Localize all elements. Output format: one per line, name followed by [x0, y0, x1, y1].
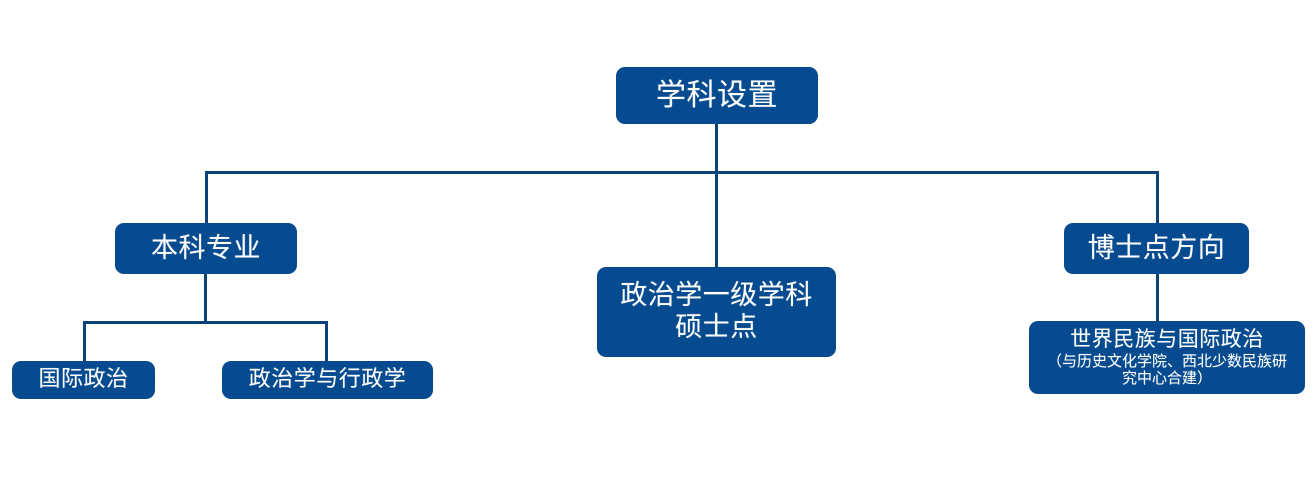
connector-level1-bus	[205, 171, 1159, 174]
node-world-ethnicities-label: 世界民族与国际政治	[1070, 327, 1264, 352]
connector-to-world-ethnicities	[1156, 274, 1159, 323]
connector-undergraduate-bus	[83, 321, 328, 324]
node-undergraduate-label: 本科专业	[151, 232, 261, 264]
node-doctoral-label: 博士点方向	[1087, 232, 1226, 264]
node-undergraduate-majors[interactable]: 本科专业	[115, 223, 297, 274]
node-political-science-and-administration[interactable]: 政治学与行政学	[222, 361, 433, 399]
node-doctoral-directions[interactable]: 博士点方向	[1064, 223, 1249, 274]
node-world-ethnicities-and-international-politics[interactable]: 世界民族与国际政治 （与历史文化学院、西北少数民族研 究中心合建）	[1029, 321, 1305, 394]
node-international-politics-label: 国际政治	[38, 367, 129, 393]
connector-to-master	[715, 171, 718, 269]
node-root-discipline-structure[interactable]: 学科设置	[616, 67, 818, 124]
connector-to-international-politics	[83, 321, 86, 363]
connector-to-undergraduate	[205, 171, 208, 225]
connector-to-doctoral	[1156, 171, 1159, 225]
node-master-program[interactable]: 政治学一级学科 硕士点	[597, 267, 836, 357]
node-international-politics[interactable]: 国际政治	[12, 361, 155, 399]
node-master-label: 政治学一级学科 硕士点	[620, 280, 813, 343]
connector-root-stem	[715, 124, 718, 174]
node-world-ethnicities-note: （与历史文化学院、西北少数民族研 究中心合建）	[1046, 352, 1287, 388]
node-root-label: 学科设置	[656, 77, 778, 113]
connector-to-political-science-administration	[325, 321, 328, 363]
node-political-science-and-administration-label: 政治学与行政学	[248, 367, 407, 393]
connector-undergraduate-stem	[204, 274, 207, 323]
